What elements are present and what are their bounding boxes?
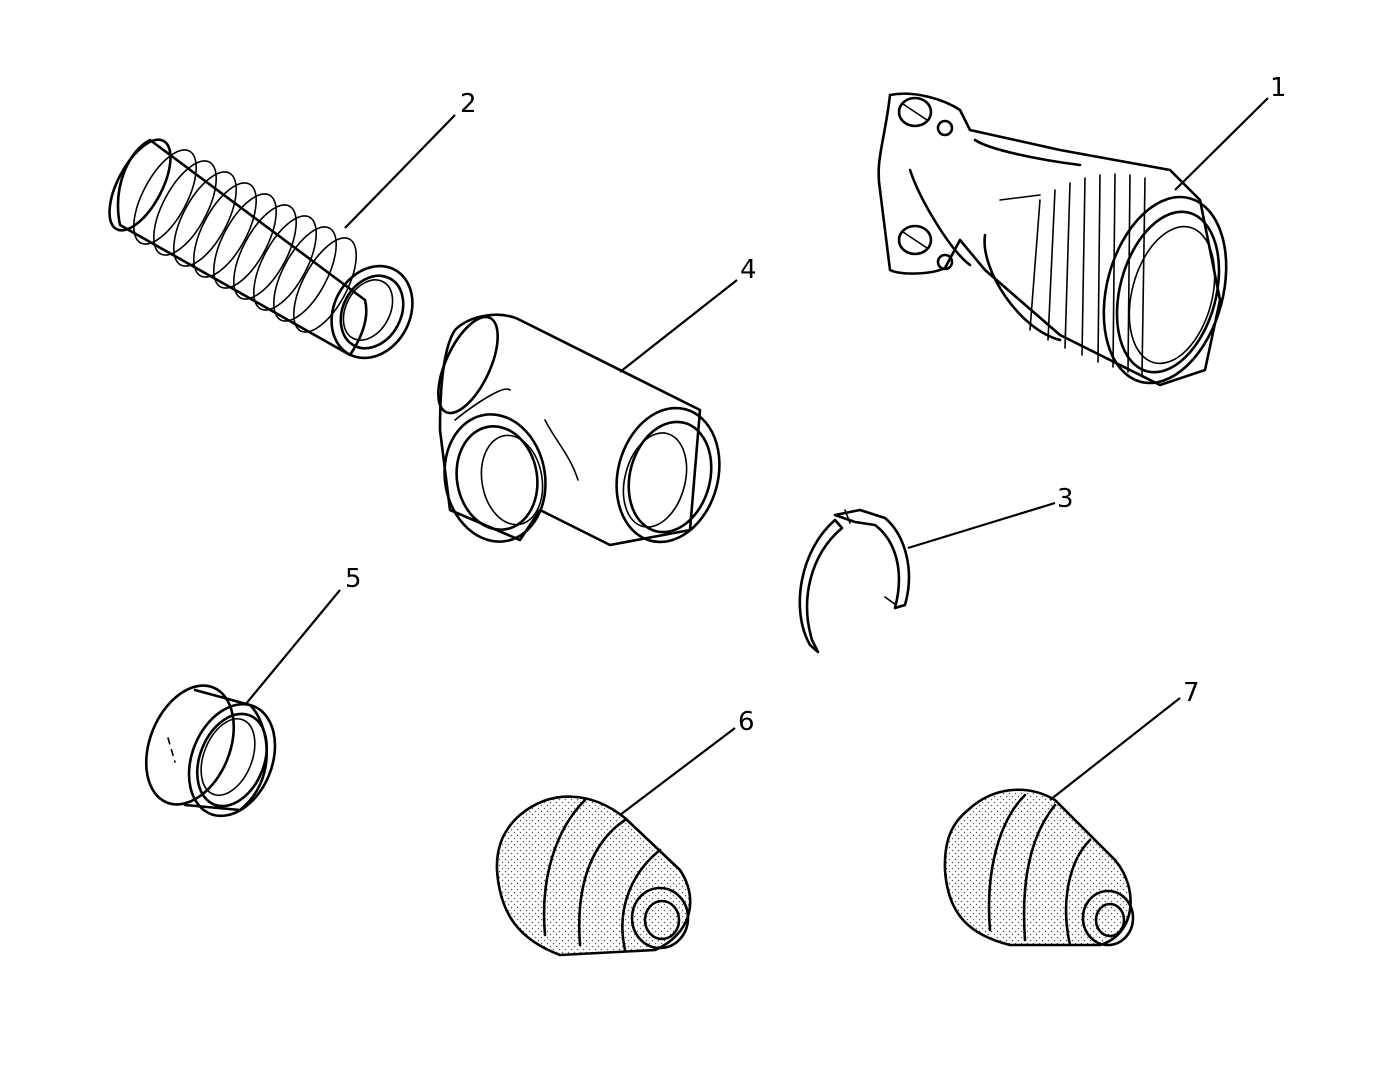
callout-5: 5 <box>345 564 362 594</box>
callout-4-leader <box>619 279 738 373</box>
connector-part <box>877 92 1228 387</box>
callout-7: 7 <box>1183 678 1200 708</box>
callout-1-leader <box>1174 97 1269 191</box>
callout-6: 6 <box>738 707 755 737</box>
callout-3: 3 <box>1057 484 1074 514</box>
boot-large-part <box>495 795 692 957</box>
callout-2: 2 <box>460 89 477 119</box>
conduit-part <box>108 138 414 360</box>
callout-5-leader <box>244 589 341 706</box>
callout-4: 4 <box>740 255 757 285</box>
clamp-part <box>798 508 911 654</box>
callout-2-leader <box>344 114 456 229</box>
callout-3-leader <box>907 501 1056 550</box>
callout-7-leader <box>1049 697 1181 801</box>
callout-1: 1 <box>1270 73 1287 103</box>
tee-part <box>437 313 721 547</box>
boot-small-part <box>943 788 1135 947</box>
ferrule-part <box>144 684 277 818</box>
callout-6-leader <box>619 727 736 816</box>
